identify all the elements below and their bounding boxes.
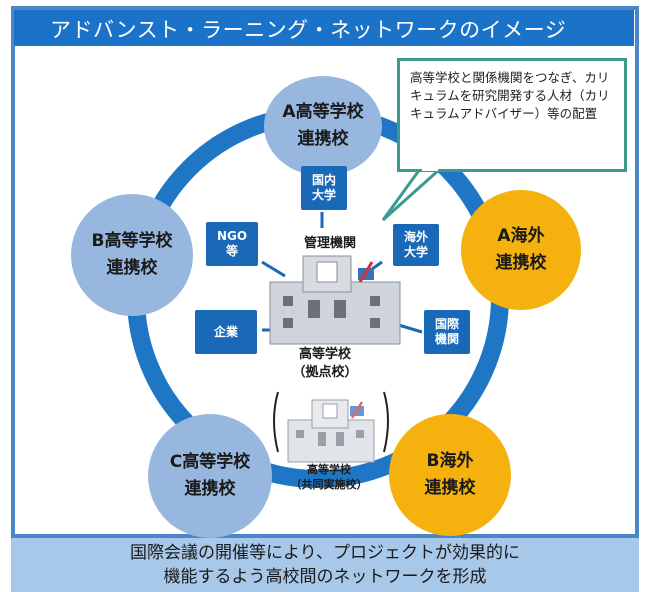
partner-school-a: A高等学校 連携校 bbox=[264, 76, 382, 176]
org-ngo: NGO 等 bbox=[206, 222, 258, 266]
title-bar: アドバンスト・ラーニング・ネットワークのイメージ bbox=[14, 10, 634, 46]
summary-line-1: 国際会議の開催等により、プロジェクトが効果的に bbox=[130, 543, 520, 563]
org-overseas-university: 海外 大学 bbox=[393, 224, 439, 266]
admin-label: 管理機関 bbox=[303, 236, 356, 251]
joint-school-label: 高等学校 （共同実施校） bbox=[290, 463, 368, 492]
advisor-callout: 高等学校と関係機関をつなぎ、カリキュラムを研究開発する人材（カリキュラムアドバイ… bbox=[397, 58, 627, 172]
org-international-agency: 国際 機関 bbox=[424, 310, 470, 354]
partner-school-c: C高等学校 連携校 bbox=[148, 414, 272, 538]
partner-school-b: B高等学校 連携校 bbox=[71, 194, 193, 316]
connector-line bbox=[261, 260, 286, 278]
hub-school-label: 高等学校 （拠点校） bbox=[292, 347, 358, 380]
diagram-title: アドバンスト・ラーニング・ネットワークのイメージ bbox=[50, 18, 567, 42]
summary-banner: 国際会議の開催等により、プロジェクトが効果的に 機能するよう高校間のネットワーク… bbox=[11, 538, 639, 592]
summary-line-2: 機能するよう高校間のネットワークを形成 bbox=[163, 567, 487, 587]
org-companies: 企業 bbox=[195, 310, 257, 354]
org-domestic-university: 国内 大学 bbox=[301, 166, 347, 210]
partner-overseas-a: A海外 連携校 bbox=[461, 190, 581, 310]
partner-overseas-b: B海外 連携校 bbox=[389, 414, 511, 536]
